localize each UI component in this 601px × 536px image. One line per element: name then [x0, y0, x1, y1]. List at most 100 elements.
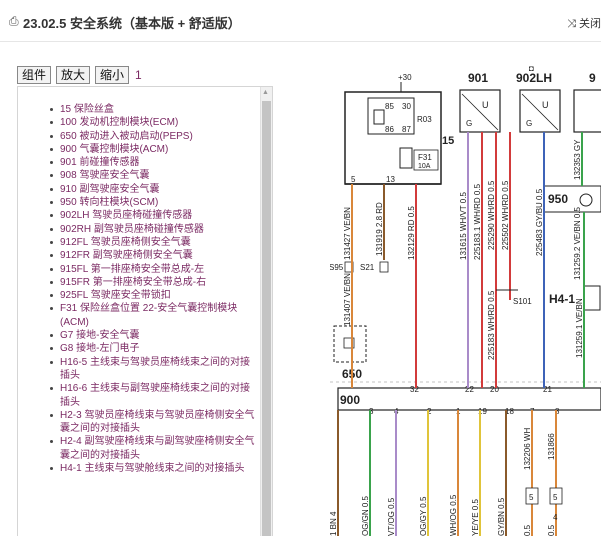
label-p5c: 5 [553, 493, 558, 502]
wire-label-17: OG/GN 0.5 [361, 495, 370, 536]
component-list-item[interactable]: 100 发动机控制模块(ECM) [18, 116, 258, 129]
component-list-item[interactable]: G7 接地-安全气囊 [18, 329, 258, 342]
scroll-up-icon[interactable]: ▲ [262, 89, 269, 96]
label-p22: 22 [465, 385, 474, 394]
page-header: ⎙ 23.02.5 安全系统（基本版 + 舒适版） ⤨关闭 [0, 0, 601, 42]
component-list-item[interactable]: 925FL 驾驶座安全带锁扣 [18, 289, 258, 302]
connector-icon: ◘ [529, 64, 534, 73]
fuse-f31-box [413, 149, 439, 171]
connector-h41 [583, 285, 601, 311]
scroll-thumb[interactable] [262, 101, 271, 536]
component-list-item[interactable]: 910 副驾驶座安全气囊 [18, 183, 258, 196]
wire-label-16: 1 BN 4 [330, 511, 338, 536]
wire-label-12: 225183 WH/RD 0.5 [487, 290, 496, 360]
component-list-item[interactable]: 912FL 驾驶员座椅侧安全气囊 [18, 236, 258, 249]
wire-label-24: 0.5 [547, 524, 556, 536]
label-p5b: 5 [529, 493, 534, 502]
component-button[interactable]: 组件 [17, 66, 52, 84]
label-n9: 9 [589, 71, 596, 85]
label-r03: R03 [417, 115, 432, 124]
close-link[interactable]: ⤨关闭 [567, 15, 601, 31]
sensor-901 [459, 89, 501, 133]
connector-lower-2 [549, 487, 563, 505]
list-scrollbar[interactable]: ▲ [260, 87, 272, 536]
component-list-item[interactable]: 650 被动进入被动启动(PEPS) [18, 130, 258, 143]
connector-lower-1 [525, 487, 539, 505]
label-plus30: +30 [398, 73, 412, 82]
module-900 [337, 387, 601, 411]
component-list-item[interactable]: H2-4 副驾驶座椅线束与副驾驶座椅侧安全气囊之间的对接插头 [18, 435, 258, 462]
sensor-901-diag [461, 93, 499, 131]
page-number: 1 [135, 68, 142, 82]
splice-s21 [379, 261, 389, 273]
label-n900: 900 [340, 393, 360, 407]
module-650-inner [343, 337, 355, 349]
component-list-item[interactable]: 915FL 第一排座椅安全带总成-左 [18, 263, 258, 276]
close-label: 关闭 [579, 18, 601, 30]
label-n15: 15 [442, 135, 454, 147]
component-list-item[interactable]: H2-3 驾驶员座椅线束与驾驶员座椅侧安全气囊之间的对接插头 [18, 409, 258, 436]
wire-label-4: 131615 WH/VT 0.5 [459, 192, 468, 260]
label-s21: S21 [360, 263, 375, 272]
zoom-out-button[interactable]: 缩小 [95, 66, 130, 84]
module-650-box [333, 325, 367, 363]
label-r87: 87 [402, 125, 411, 134]
wire-label-10: 132353 GY [573, 139, 582, 180]
wire-label-23: 0.5 [523, 524, 532, 536]
component-list-item[interactable]: H16-5 主线束与驾驶员座椅线束之间的对接插头 [18, 356, 258, 383]
component-list-item[interactable]: 901 前碰撞传感器 [18, 156, 258, 169]
wire-label-11: 131407 VE/BN [343, 273, 352, 326]
wire-label-2: 131919 2.8 RD [375, 202, 384, 256]
component-list-item[interactable]: 908 驾驶座安全气囊 [18, 169, 258, 182]
wiring-diagram[interactable]: +30 85 30 86 87 R03 F31 10A 15 5 13 901 … [330, 60, 601, 536]
wire-label-5: 225183.1 WH/RD 0.5 [473, 183, 482, 260]
label-n902lh: 902LH [516, 71, 552, 85]
label-g1: G [466, 119, 472, 128]
label-p18: 18 [505, 407, 514, 416]
component-list-item[interactable]: G8 接地-左门电子 [18, 342, 258, 355]
wire-label-19: OG/GY 0.5 [419, 496, 428, 536]
component-list-item[interactable]: 902RH 副驾驶员座椅碰撞传感器 [18, 223, 258, 236]
wire-label-21: YE/YE 0.5 [471, 499, 480, 536]
relay-coil [373, 109, 385, 125]
wire-label-8: 225483 GY/BU 0.5 [535, 188, 544, 256]
component-list-item[interactable]: 915FR 第一排座椅安全带总成-右 [18, 276, 258, 289]
label-f31: F31 [418, 153, 432, 162]
label-p20: 20 [490, 385, 499, 394]
sensor-902lh-diag [521, 93, 559, 131]
component-list-item[interactable]: H4-1 主线束与驾驶舱线束之间的对接插头 [18, 462, 258, 475]
label-r86: 86 [385, 125, 394, 134]
label-p3: 3 [369, 407, 374, 416]
wire-label-6: 225290 WH/RD 0.5 [487, 180, 496, 250]
label-r85: 85 [385, 102, 394, 111]
fuse-f31 [399, 147, 413, 169]
clockspring-icon [579, 193, 593, 207]
label-p13: 13 [386, 175, 395, 184]
wire-label-7: 225502 WH/RD 0.5 [501, 180, 510, 250]
component-list-item[interactable]: 950 转向柱模块(SCM) [18, 196, 258, 209]
label-r30: 30 [402, 102, 411, 111]
wire-label-18: VT/OG 0.5 [387, 497, 396, 536]
wire-label-3: 132129 RD 0.5 [407, 206, 416, 260]
label-h41: H4-1 [549, 292, 575, 306]
component-list-item[interactable]: H16-6 主线束与副驾驶座椅线束之间的对接插头 [18, 382, 258, 409]
component-list-item[interactable]: 902LH 驾驶员座椅碰撞传感器 [18, 209, 258, 222]
component-list-item[interactable]: 900 气囊控制模块(ACM) [18, 143, 258, 156]
component-list-item[interactable]: 15 保险丝盒 [18, 103, 258, 116]
component-list-item[interactable]: 912FR 副驾驶座椅侧安全气囊 [18, 249, 258, 262]
component-list-item[interactable]: F31 保险丝盒位置 22-安全气囊控制模块 (ACM) [18, 302, 258, 329]
label-n901: 901 [468, 71, 488, 85]
wire-label-9: 131259.2 VE/BN 0.5 [573, 207, 582, 280]
wire-label-15: 131866 [547, 433, 556, 460]
sensor-9-partial [573, 89, 601, 133]
label-s101: S101 [513, 297, 532, 306]
page-title: 23.02.5 安全系统（基本版 + 舒适版） [23, 16, 241, 31]
label-s95: S95 [330, 263, 344, 272]
wire-label-22: GY/BN 0.5 [497, 497, 506, 536]
label-p2: 2 [427, 407, 432, 416]
wire-label-14: 132206 WH [523, 428, 532, 470]
wire-label-20: WH/OG 0.5 [449, 494, 458, 536]
zoom-in-button[interactable]: 放大 [56, 66, 91, 84]
